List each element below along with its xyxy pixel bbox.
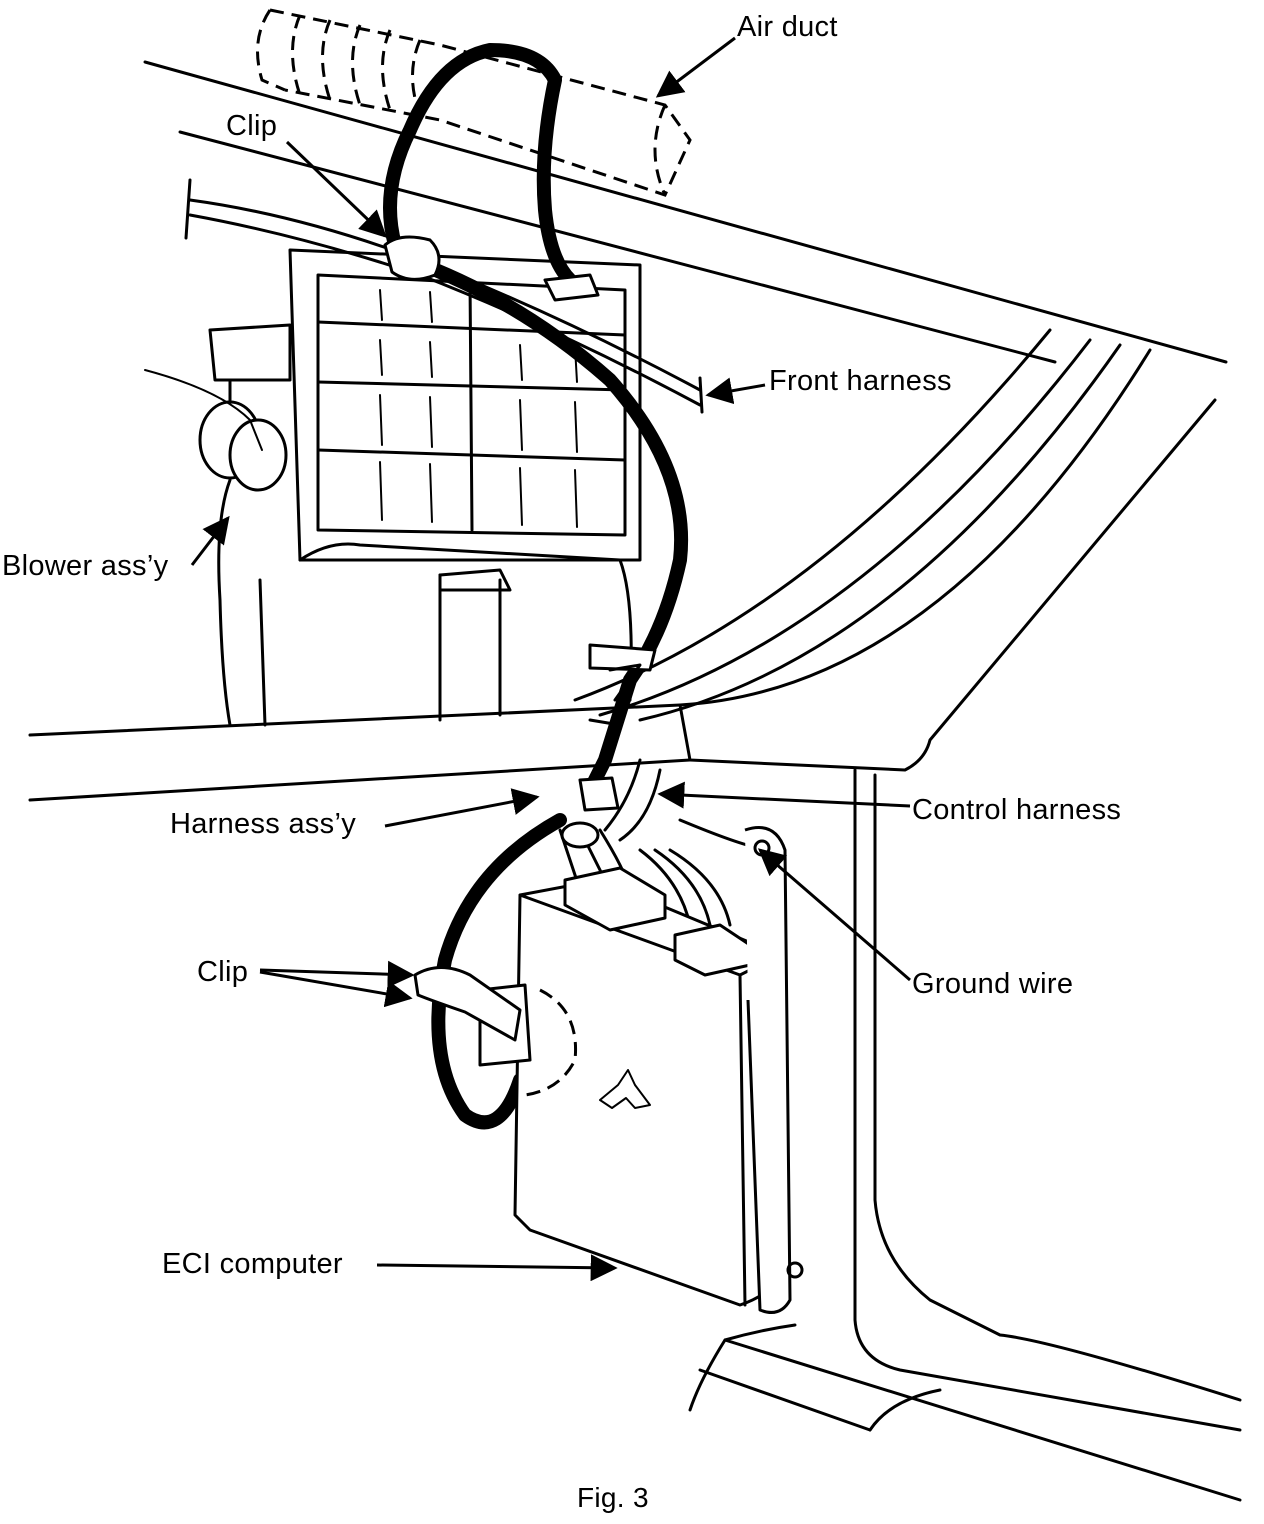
harness-assy-pieces (578, 643, 657, 812)
clip-top (383, 235, 600, 302)
clip-bottom (413, 966, 522, 1042)
label-clip-top: Clip (226, 110, 278, 142)
leader-arrows (190, 36, 911, 1282)
label-clip-bottom: Clip (197, 956, 249, 988)
label-blower-assy: Blower ass’y (2, 550, 169, 582)
label-control-harness: Control harness (912, 794, 1122, 826)
label-eci-computer: ECI computer (162, 1248, 343, 1280)
label-front-harness: Front harness (769, 365, 952, 397)
pillar-trim (688, 768, 1242, 1502)
label-harness-assy: Harness ass’y (170, 808, 357, 840)
label-air-duct: Air duct (737, 11, 838, 43)
harness-main (383, 43, 689, 1130)
figure-caption: Fig. 3 (577, 1482, 649, 1513)
eci-computer (478, 826, 804, 1314)
label-ground-wire: Ground wire (912, 968, 1074, 1000)
air-duct (256, 8, 692, 197)
